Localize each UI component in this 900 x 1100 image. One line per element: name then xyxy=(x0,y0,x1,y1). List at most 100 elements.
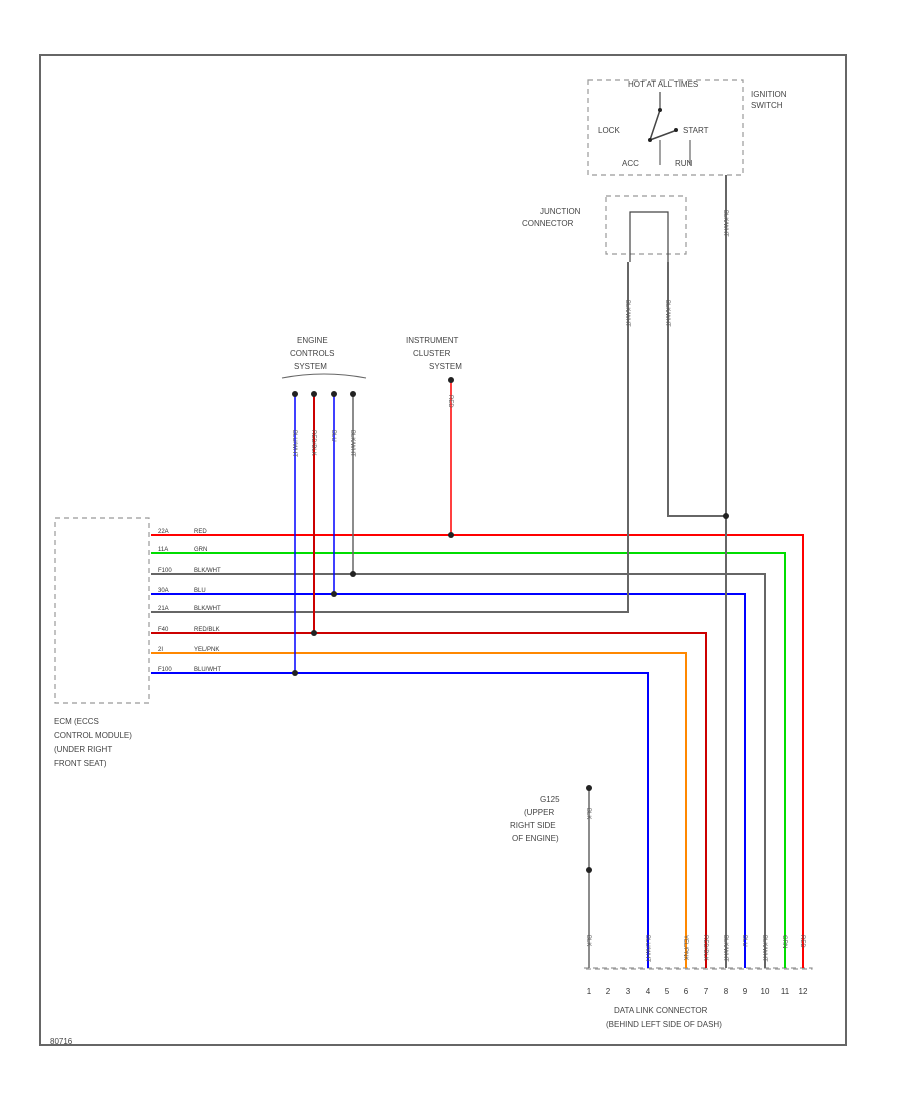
splice-red xyxy=(448,532,454,538)
dlc-pin-number: 10 xyxy=(761,987,770,996)
cluster-title-line1: INSTRUMENT xyxy=(406,336,459,345)
ground-terminal xyxy=(586,785,592,791)
dlc-box xyxy=(583,967,813,970)
ecm-wire-color-label: BLK/WHT xyxy=(194,568,221,574)
terminal-engine-3 xyxy=(331,391,337,397)
ecm-pin-label: F100 xyxy=(158,568,172,574)
junction-connector-box xyxy=(605,195,687,255)
label-cluster-wire: RED xyxy=(447,395,453,408)
splice-points xyxy=(292,377,729,873)
terminal-engine-4 xyxy=(350,391,356,397)
ecm-wire-color-label: YEL/PNK xyxy=(194,647,219,653)
engine-controls-title-line1: ENGINE xyxy=(297,336,328,345)
instrument-cluster-system: INSTRUMENT CLUSTER SYSTEM xyxy=(406,336,462,371)
ecm-wire-color-label: BLU/WHT xyxy=(194,667,221,673)
label-engine-wire-2: RED/BLK xyxy=(310,430,316,456)
ground-splice xyxy=(586,867,592,873)
engine-controls-title-line3: SYSTEM xyxy=(294,362,327,371)
wire-blu-wht-bus xyxy=(151,672,649,968)
dlc-wire-label: BLK/WHT xyxy=(722,935,728,962)
wires xyxy=(151,175,804,968)
label-engine-wire-1: BLU/WHT xyxy=(291,430,297,457)
splice-red-blk xyxy=(311,630,317,636)
ecm-wire-color-label: BLK/WHT xyxy=(194,606,221,612)
dlc-pin-number: 9 xyxy=(743,987,748,996)
splice-blu-wht xyxy=(292,670,298,676)
ecm-title-line3: (UNDER RIGHT xyxy=(54,745,112,754)
dlc-pin-number: 7 xyxy=(704,987,709,996)
label-junction-wire-2: BLK/WHT xyxy=(664,300,670,327)
ground-title-line2: (UPPER xyxy=(524,808,554,817)
wire-red-blk-bus xyxy=(151,632,707,968)
ground-title-line1: G125 xyxy=(540,795,560,804)
vertical-wire-labels: BLU/WHT RED/BLK BLU BLK/WHT RED BLK/WHT … xyxy=(291,210,728,819)
ecm-wire-color-label: BLU xyxy=(194,588,206,594)
ecm-pin-label: 30A xyxy=(158,588,169,594)
ecm-wire-color-label: RED xyxy=(194,529,207,535)
terminal-cluster xyxy=(448,377,454,383)
ignition-switch: HOT AT ALL TIMES IGNITION SWITCH LOCK ST… xyxy=(587,79,787,176)
dlc-title-line1: DATA LINK CONNECTOR xyxy=(614,1006,708,1015)
ground-g125: G125 (UPPER RIGHT SIDE OF ENGINE) xyxy=(510,795,560,843)
ecm-title-line1: ECM (ECCS xyxy=(54,717,99,726)
engine-controls-system: ENGINE CONTROLS SYSTEM xyxy=(281,336,367,379)
label-junction-wire-1: BLK/WHT xyxy=(624,300,630,327)
dlc-wire-label: BLU/WHT xyxy=(644,935,650,962)
ecm-wire-color-label: GRN xyxy=(194,547,207,553)
dlc-pin-number: 12 xyxy=(799,987,808,996)
dlc-pin-number: 4 xyxy=(646,987,651,996)
ecm-wire-color-label: RED/BLK xyxy=(194,627,220,633)
terminal-engine-2 xyxy=(311,391,317,397)
ground-title-line3: RIGHT SIDE xyxy=(510,821,556,830)
dlc-wire-label: RED xyxy=(799,935,805,948)
label-engine-wire-3: BLU xyxy=(330,430,336,442)
dlc-pin-number: 8 xyxy=(724,987,729,996)
ignition-start-label: START xyxy=(683,126,709,135)
wire-junction-blk-wht xyxy=(667,262,726,517)
ecm-pin-label: 11A xyxy=(158,547,168,553)
ground-title-line4: OF ENGINE) xyxy=(512,834,559,843)
ecm-pin-label: 22A xyxy=(158,529,169,535)
junction-connector: JUNCTION CONNECTOR xyxy=(522,195,687,262)
ecm-box xyxy=(54,517,150,704)
cluster-title-line3: SYSTEM xyxy=(429,362,462,371)
label-engine-wire-4: BLK/WHT xyxy=(349,430,355,457)
wire-red-bus xyxy=(151,534,804,968)
label-ground-wire: BLK xyxy=(585,808,591,819)
ecm-title-line2: CONTROL MODULE) xyxy=(54,731,132,740)
dlc-pin-number: 2 xyxy=(606,987,611,996)
ignition-title-line2: SWITCH xyxy=(751,101,783,110)
ignition-switch-box xyxy=(587,79,744,176)
ecm-pin-label: F40 xyxy=(158,627,169,633)
ignition-run-label: RUN xyxy=(675,159,693,168)
ecm-pin-label: 21A xyxy=(158,606,169,612)
ecm-title-line4: FRONT SEAT) xyxy=(54,759,107,768)
dlc-wire-label: BLU xyxy=(741,935,747,947)
dlc-pin-number: 1 xyxy=(587,987,592,996)
dlc-wire-label: BLK xyxy=(585,935,591,946)
dlc-wire-labels: BLK BLU/WHT YEL/PNK RED/BLK BLK/WHT BLU BLK/WH… xyxy=(585,935,805,962)
wire-blu-bus xyxy=(151,593,746,968)
ignition-hot-label: HOT AT ALL TIMES xyxy=(628,80,698,89)
ecm-pin-label: 2I xyxy=(158,647,163,653)
terminal-engine-1 xyxy=(292,391,298,397)
splice-blk-wht xyxy=(350,571,356,577)
wire-grn-bus xyxy=(151,552,786,968)
dlc-wire-label: YEL/PNK xyxy=(682,935,688,960)
dlc-pin-number: 5 xyxy=(665,987,670,996)
dlc-wire-label: BLK/WHT xyxy=(761,935,767,962)
ignition-acc-label: ACC xyxy=(622,159,639,168)
label-ignition-wire: BLK/WHT xyxy=(722,210,728,237)
ignition-title-line1: IGNITION xyxy=(751,90,787,99)
ignition-lock-label: LOCK xyxy=(598,126,620,135)
dlc-title-line2: (BEHIND LEFT SIDE OF DASH) xyxy=(606,1020,722,1029)
ecm: ECM (ECCS CONTROL MODULE) (UNDER RIGHT F… xyxy=(54,517,150,768)
dlc-pin-number: 11 xyxy=(781,987,790,996)
dlc-pin-number: 3 xyxy=(626,987,631,996)
junction-title-line2: CONNECTOR xyxy=(522,219,574,228)
dlc-wire-label: RED/BLK xyxy=(702,935,708,961)
wire-blk-wht-bus-2 xyxy=(151,262,629,613)
dlc-wire-label: GRN xyxy=(781,935,787,948)
